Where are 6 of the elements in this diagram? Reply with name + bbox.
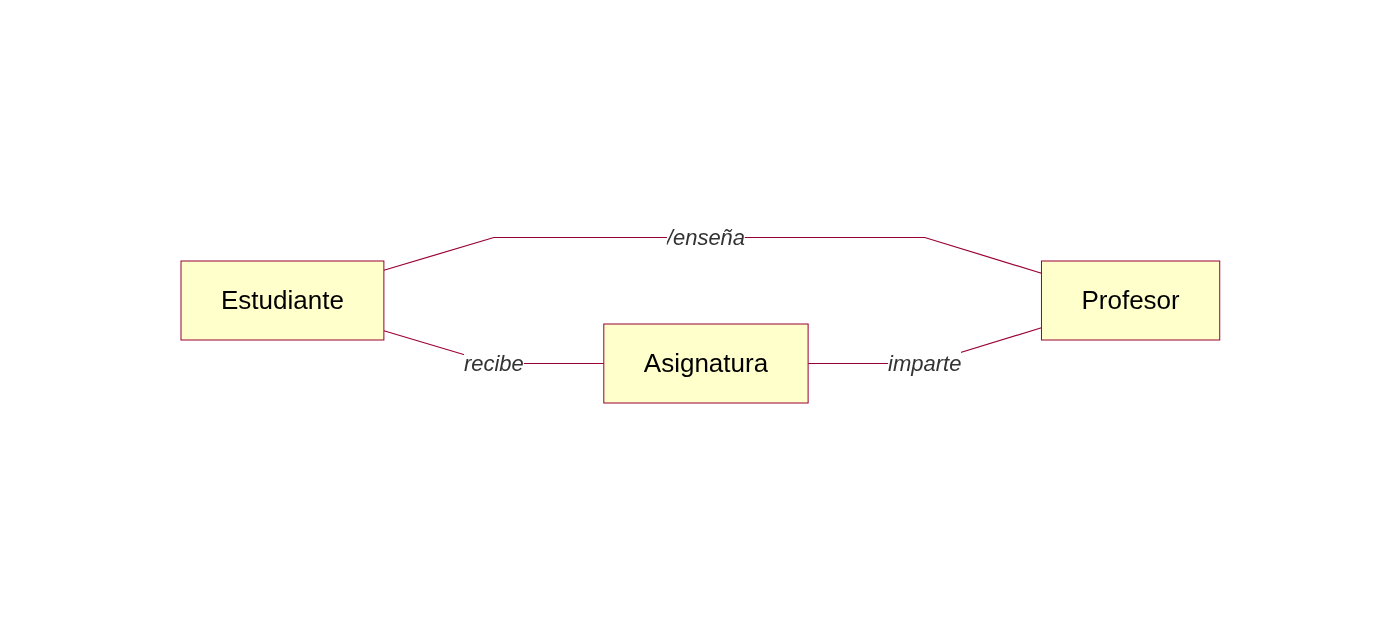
connector <box>382 236 1042 274</box>
node-box: Profesor <box>1040 260 1220 341</box>
node-box: Asignatura <box>602 323 809 404</box>
node-box: Estudiante <box>180 260 384 341</box>
edge-label: imparte <box>887 351 962 376</box>
edge-label: recibe <box>463 351 524 376</box>
